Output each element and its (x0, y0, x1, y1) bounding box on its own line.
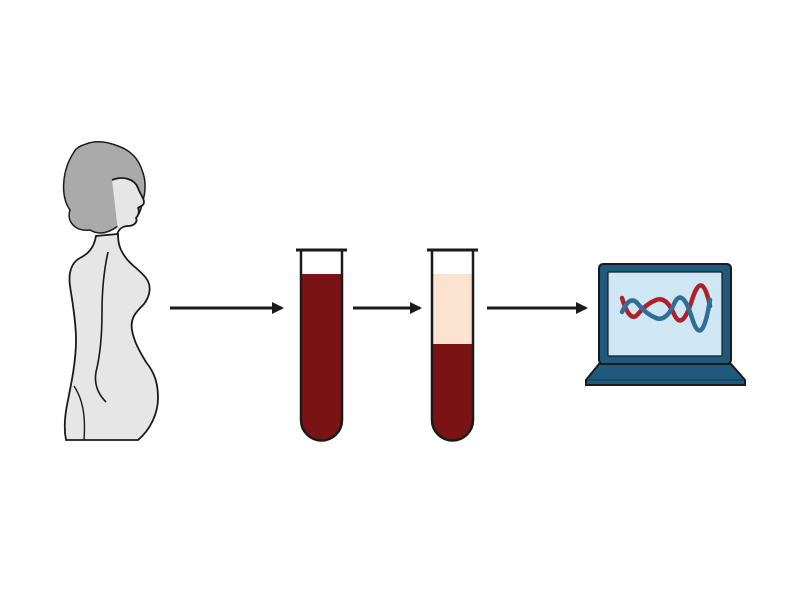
dna-strand-red (619, 283, 713, 323)
dna-strand-blue (619, 295, 713, 333)
arm-line (94, 251, 109, 403)
face-profile (111, 177, 145, 249)
pregnant-woman-silhouette-icon (62, 141, 159, 441)
tube-2-glass (430, 250, 475, 442)
plasma-tube-icon (427, 248, 478, 442)
tube-2-plasma (432, 274, 473, 344)
tube-1-glass (299, 250, 344, 442)
blood-tube-icon (296, 248, 347, 442)
laptop-dna-icon (585, 263, 746, 386)
tube-2-blood (432, 344, 473, 441)
laptop-base (585, 363, 746, 386)
tube-1-blood (301, 274, 342, 441)
body-shape (63, 233, 159, 441)
hip-line (73, 385, 86, 441)
